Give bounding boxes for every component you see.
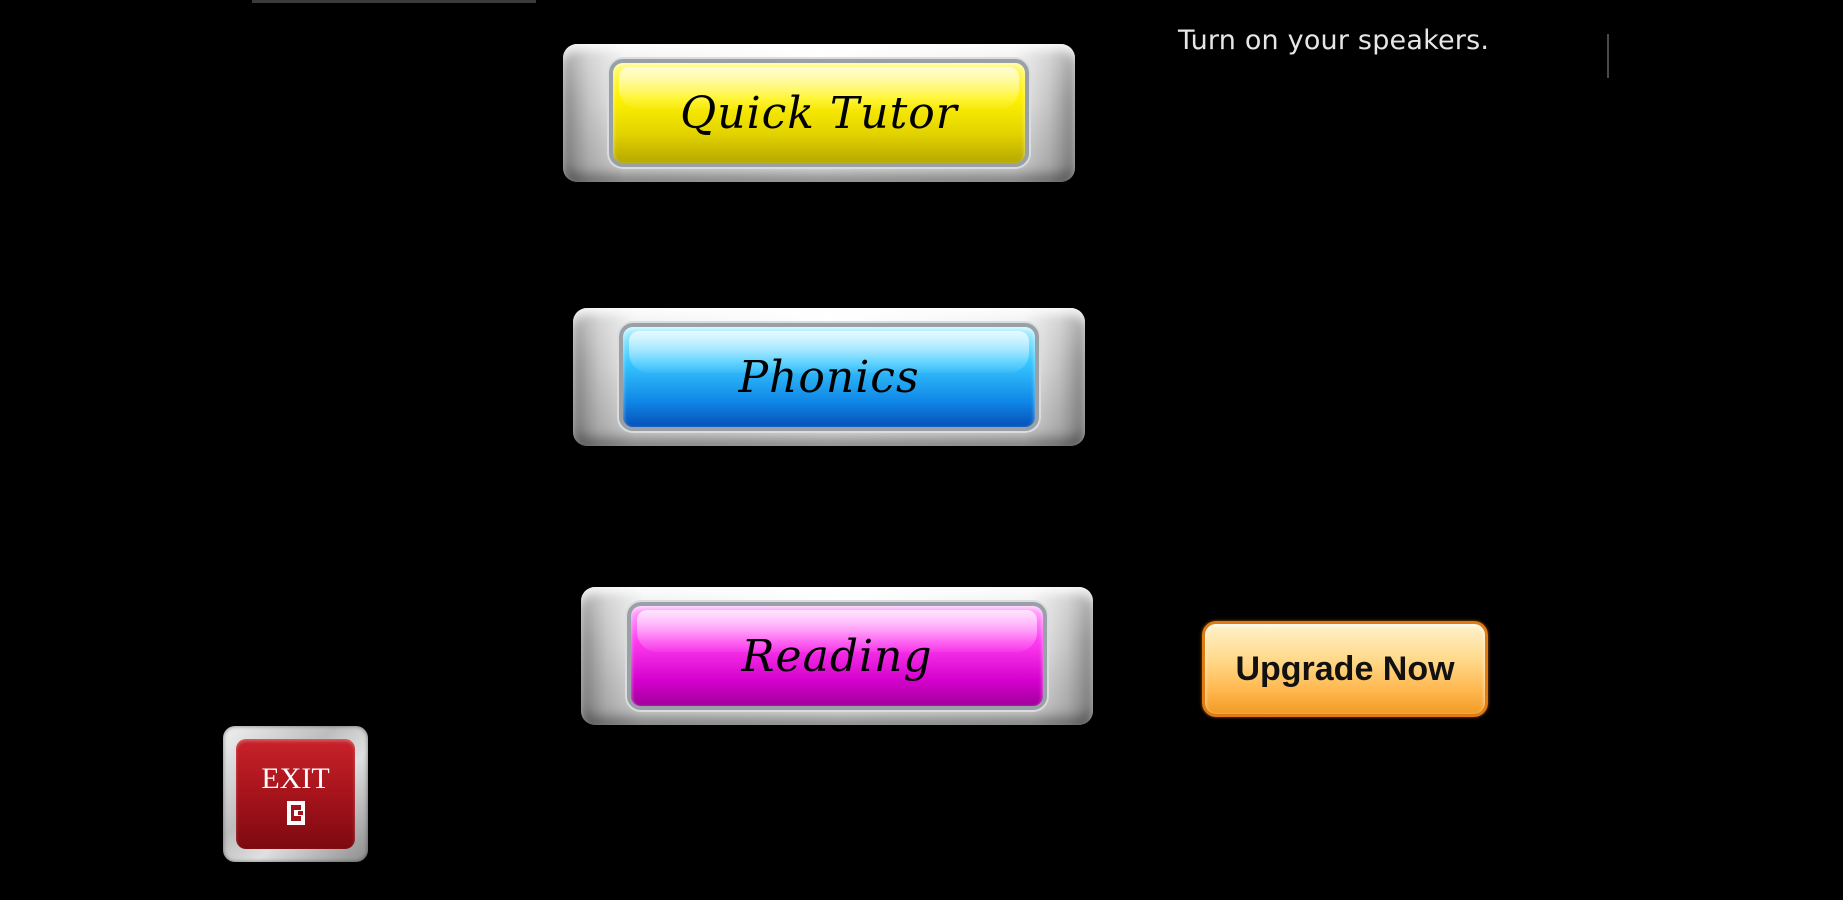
- reading-button[interactable]: Reading: [581, 587, 1093, 725]
- upgrade-now-label: Upgrade Now: [1235, 649, 1455, 688]
- phonics-label: Phonics: [738, 351, 920, 403]
- reading-button-face: Reading: [627, 602, 1047, 710]
- quick-tutor-button-face: Quick Tutor: [609, 59, 1029, 167]
- exit-label: EXIT: [261, 762, 330, 795]
- quick-tutor-label: Quick Tutor: [680, 87, 958, 139]
- divider-line: [1607, 34, 1609, 78]
- exit-door-icon: [286, 801, 305, 825]
- reading-label: Reading: [741, 630, 933, 682]
- exit-button-face: EXIT: [236, 739, 355, 849]
- phonics-button-face: Phonics: [619, 323, 1039, 431]
- phonics-button[interactable]: Phonics: [573, 308, 1085, 446]
- quick-tutor-button[interactable]: Quick Tutor: [563, 44, 1075, 182]
- exit-button[interactable]: EXIT: [223, 726, 368, 862]
- speaker-notice: Turn on your speakers.: [1178, 25, 1490, 56]
- top-edge-strip: [252, 0, 536, 3]
- upgrade-now-button[interactable]: Upgrade Now: [1202, 621, 1488, 717]
